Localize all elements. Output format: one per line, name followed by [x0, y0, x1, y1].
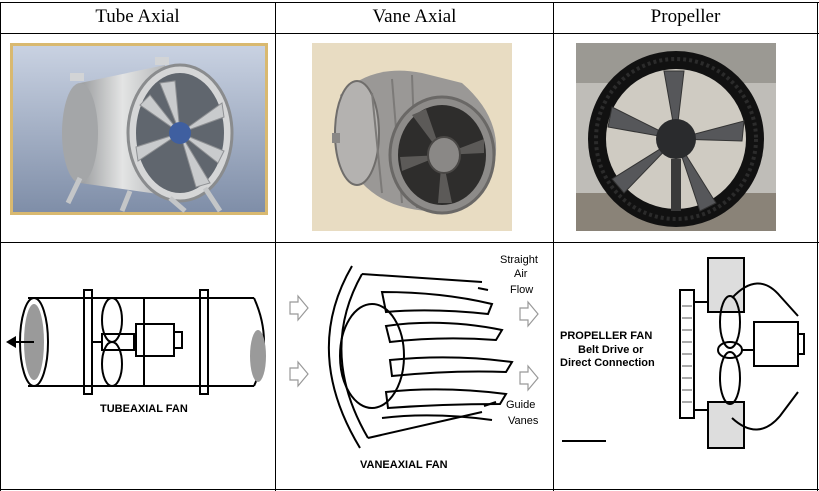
photo-propeller-fan [576, 43, 776, 231]
table-divider-col-1 [275, 2, 276, 491]
table-border-bottom [0, 489, 819, 490]
header-tube-axial: Tube Axial [95, 6, 180, 27]
label-vaneaxial-fan: VANEAXIAL FAN [360, 459, 448, 471]
header-propeller: Propeller [650, 6, 721, 27]
diagram-tubeaxial-fan [4, 284, 272, 404]
table-divider-row [0, 242, 819, 243]
label-vane-vanes: Vanes [508, 415, 539, 427]
diagram-vaneaxial-fan [282, 252, 552, 452]
label-propeller-belt-drive: Belt Drive or [578, 344, 644, 356]
label-vane-straight: Straight [500, 254, 538, 266]
label-propeller-direct-connection: Direct Connection [560, 357, 655, 369]
label-tubeaxial-fan: TUBEAXIAL FAN [100, 403, 188, 415]
photo-vane-axial-fan [312, 43, 512, 231]
table-divider-col-2 [553, 2, 554, 491]
table-border-right [817, 2, 818, 491]
diagram-propeller-fan [668, 256, 810, 452]
label-vane-guide: Guide [506, 399, 536, 411]
propeller-baseline [562, 440, 606, 442]
photo-tube-axial-fan [10, 43, 268, 215]
label-vane-flow: Flow [510, 284, 534, 296]
table-border-left [0, 2, 1, 491]
label-propeller-fan: PROPELLER FAN [560, 330, 653, 342]
header-vane-axial: Vane Axial [372, 6, 457, 27]
table-divider-header [0, 33, 819, 34]
table-border-top [0, 2, 819, 3]
label-vane-air: Air [514, 268, 528, 280]
